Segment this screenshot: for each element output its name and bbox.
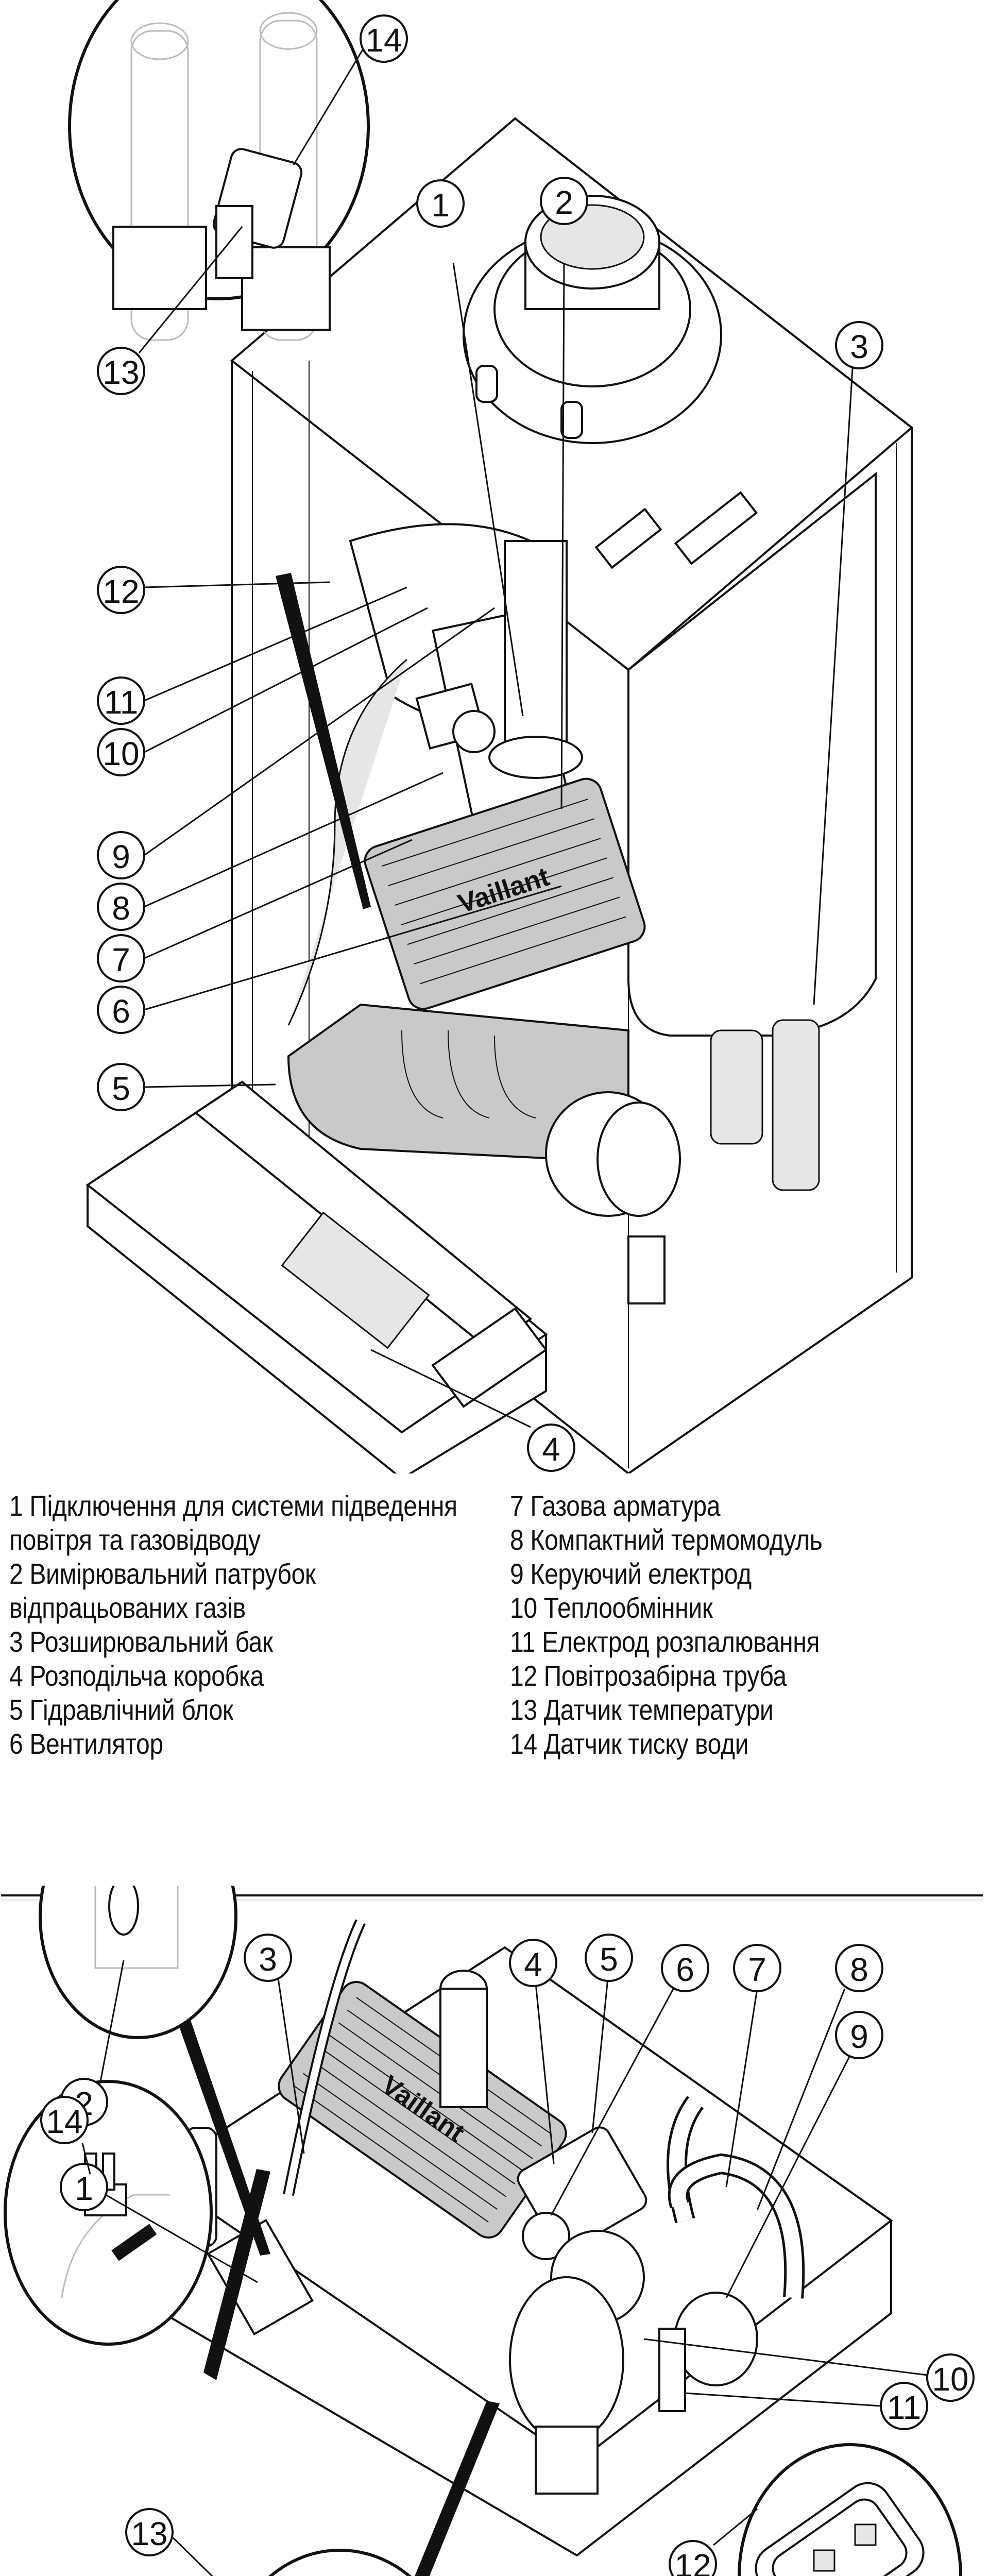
callout-number: 8 bbox=[112, 890, 130, 927]
callout-11 bbox=[880, 2382, 928, 2430]
callout-4 bbox=[509, 1939, 557, 1987]
legend-item: 5 Гідравлічний блок bbox=[9, 1693, 233, 1726]
callout-number: 1 bbox=[431, 187, 450, 224]
callout-4 bbox=[527, 1423, 575, 1472]
flue-connection bbox=[463, 195, 722, 444]
callout-6 bbox=[97, 986, 145, 1034]
callout-number: 5 bbox=[112, 1070, 130, 1107]
callout-number: 6 bbox=[676, 1951, 694, 1988]
legend-item: 6 Вентилятор bbox=[9, 1727, 163, 1760]
detail-bypass-valve bbox=[268, 2401, 500, 2576]
electronics-box bbox=[86, 1080, 548, 1473]
callout-number: 7 bbox=[748, 1951, 766, 1988]
callout-9 bbox=[97, 831, 145, 879]
heat-exchanger-assembly bbox=[349, 523, 583, 834]
hydraulic-illustration: Vaillant bbox=[4, 1886, 975, 2576]
legend-item: 14 Датчик тиску води bbox=[510, 1727, 749, 1760]
callout-number: 8 bbox=[850, 1951, 868, 1988]
callout-number: 9 bbox=[112, 838, 130, 875]
pipework bbox=[184, 1919, 805, 2336]
high-efficiency-pump bbox=[509, 2276, 758, 2495]
callout-14 bbox=[360, 14, 408, 63]
callout-8 bbox=[97, 883, 145, 931]
legend-left: 1 Підключення для системи підведення пов… bbox=[9, 1489, 483, 1761]
callout-1 bbox=[60, 2163, 108, 2211]
callout-number: 12 bbox=[674, 2547, 711, 2576]
callout-number: 4 bbox=[542, 1431, 560, 1468]
callout-5 bbox=[97, 1063, 145, 1111]
callout-1 bbox=[416, 179, 465, 228]
callout-number: 5 bbox=[600, 1941, 618, 1978]
callout-number: 3 bbox=[850, 328, 868, 365]
callout-12 bbox=[97, 566, 145, 614]
callout-number: 10 bbox=[932, 2361, 968, 2398]
callouts: 2 1 3 4 5 6 7 8 9 bbox=[40, 1934, 975, 2576]
callout-10 bbox=[97, 728, 145, 776]
secondary-heat-exchanger: Vaillant bbox=[278, 1981, 567, 2239]
boiler-illustration: Vaillant bbox=[68, 0, 914, 1473]
callout-number: 11 bbox=[887, 2389, 921, 2426]
boiler-front-diagram: Vaillant bbox=[68, 0, 914, 1473]
legend-item: 12 Повітрозабірна труба bbox=[510, 1659, 787, 1692]
callout-number: 11 bbox=[104, 684, 138, 721]
callout-number: 7 bbox=[112, 941, 130, 978]
callout-13 bbox=[97, 347, 145, 395]
callout-number: 6 bbox=[112, 993, 130, 1030]
legend-item: 8 Компактний термомодуль bbox=[510, 1523, 823, 1556]
callouts: 1 2 3 4 5 6 7 8 9 bbox=[97, 14, 883, 1472]
callout-number: 13 bbox=[103, 354, 139, 391]
callout-5 bbox=[585, 1934, 633, 1982]
callout-number: 3 bbox=[259, 1941, 277, 1978]
legend-item: 13 Датчик температури bbox=[510, 1693, 774, 1726]
legend-right: 7 Газова арматура 8 Компактний термомоду… bbox=[510, 1489, 989, 1761]
callout-13 bbox=[125, 2508, 174, 2556]
callout-number: 1 bbox=[75, 2170, 93, 2207]
callout-12 bbox=[669, 2540, 717, 2576]
hydraulic-unit-diagram: Vaillant bbox=[0, 1886, 989, 2576]
callout-number: 10 bbox=[103, 735, 139, 772]
callout-number: 12 bbox=[103, 573, 139, 610]
expansion-vessel bbox=[594, 471, 877, 1037]
callout-number: 13 bbox=[131, 2515, 167, 2552]
callout-2 bbox=[540, 177, 588, 225]
callout-number: 14 bbox=[46, 2103, 82, 2140]
callout-8 bbox=[835, 1944, 883, 1992]
callout-number: 9 bbox=[850, 2018, 868, 2055]
legend-item: 4 Розподільча коробка bbox=[9, 1659, 264, 1692]
callout-7 bbox=[97, 934, 145, 982]
hydraulic-block bbox=[287, 1003, 820, 1304]
section-divider bbox=[1, 1894, 983, 1896]
callout-6 bbox=[661, 1944, 709, 1992]
callout-number: 4 bbox=[524, 1946, 542, 1983]
callout-9 bbox=[835, 2011, 883, 2059]
callout-number: 14 bbox=[365, 22, 402, 59]
compact-thermal-module: Vaillant bbox=[364, 683, 646, 1010]
callout-11 bbox=[97, 676, 145, 725]
detail-filling-screw bbox=[39, 1886, 270, 2256]
legend-item: 2 Вимірювальний патрубок відпрацьованих … bbox=[9, 1557, 316, 1624]
callout-10 bbox=[926, 2353, 975, 2402]
callout-number: 2 bbox=[555, 184, 573, 221]
legend-item: 3 Розширювальний бак bbox=[9, 1625, 273, 1658]
callout-7 bbox=[733, 1944, 781, 1992]
section-divider-shadow bbox=[1, 1899, 983, 1901]
detail-sensors-circle bbox=[68, 0, 371, 909]
legend-item: 9 Керуючий електрод bbox=[510, 1557, 752, 1590]
legend-item: 1 Підключення для системи підведення пов… bbox=[9, 1489, 457, 1556]
callout-3 bbox=[835, 321, 883, 369]
legend-item: 10 Теплообмінник bbox=[510, 1591, 713, 1624]
legend-item: 11 Електрод розпалювання bbox=[510, 1625, 820, 1658]
callout-3 bbox=[244, 1934, 292, 1982]
detail-plug-connector bbox=[690, 2443, 962, 2576]
legend-item: 7 Газова арматура bbox=[510, 1489, 721, 1522]
callout-14 bbox=[40, 2096, 89, 2144]
flow-sensor-cluster bbox=[517, 2126, 647, 2325]
